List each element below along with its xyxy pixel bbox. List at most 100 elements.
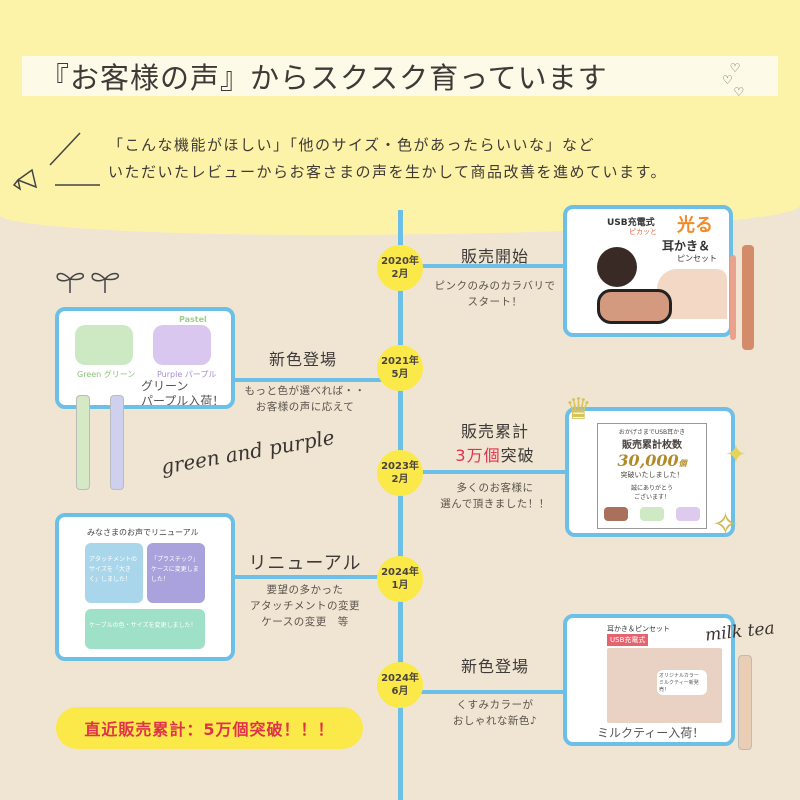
card-text: Green グリーン xyxy=(77,370,136,379)
pastel-product-card: Pastel Green グリーン Purple パープル グリーンパープル入荷… xyxy=(55,307,235,409)
event-title: 新色登場 xyxy=(460,657,529,676)
desc-line: おしゃれな新色♪ xyxy=(452,715,538,727)
event-title: 販売開始 xyxy=(460,247,529,266)
event-desc: 多くのお客様に選んで頂きました！！ xyxy=(420,480,570,512)
connector xyxy=(232,378,400,382)
card-text: 誠にありがとう xyxy=(630,485,673,492)
desc-line: 多くのお客様に xyxy=(456,482,534,494)
event-desc: もっと色が選べれば・・お客様の声に応えて xyxy=(235,383,375,415)
unit: 個 xyxy=(678,458,687,468)
card-text: ピンセット xyxy=(677,254,717,263)
sales-milestone-card: おかげさまでUSB耳かき 販売累計枚数 30,000個 突破いたしました！ 誠に… xyxy=(565,407,735,537)
card-text: ピカッと xyxy=(629,228,657,236)
card-text: USB充電式 xyxy=(607,218,655,228)
card-text: 耳かき＆ピンセット xyxy=(607,625,670,633)
tweezer-image xyxy=(730,255,736,340)
sprout-icon xyxy=(56,272,120,293)
page-title: 『お客様の声』からスクスク育っています xyxy=(22,56,778,96)
intro-line: いただいたレビューからお客さまの声を生かして商品改善を進めています。 xyxy=(108,163,668,181)
header-background xyxy=(0,0,800,235)
title-line: 販売累計 xyxy=(460,422,529,441)
point-3: ケーブルの色・サイズを変更しました！ xyxy=(85,609,205,649)
desc-line: スタート！ xyxy=(467,296,523,308)
sales-count: 30,000 xyxy=(617,451,679,470)
card-text: USB充電式 xyxy=(607,634,649,646)
title-text: 『お客様の声』からスクスク育っています xyxy=(40,61,608,95)
point-1: アタッチメントのサイズを「大きく」しました！ xyxy=(85,543,143,603)
connector xyxy=(400,264,568,268)
milktea-card: 耳かき＆ピンセット USB充電式 オリジナルカラー ミルクティー新発売！ ミルク… xyxy=(563,614,735,746)
card-text: ございます！ xyxy=(633,494,670,501)
card-text: おかげさまでUSB耳かき xyxy=(618,429,686,436)
party-popper-icon: ✧ xyxy=(712,505,739,543)
desc-line: 選んで頂きました！！ xyxy=(440,498,550,510)
date-badge: 2020年 2月 xyxy=(377,245,423,291)
card-caption: グリーンパープル入荷！ xyxy=(141,379,225,408)
connector xyxy=(232,575,400,579)
milktea-earpick-image xyxy=(738,655,752,750)
event-title: リニューアル xyxy=(248,553,362,574)
purple-case-swatch xyxy=(676,507,700,521)
desc-line: お客様の声に応えて xyxy=(255,401,355,413)
timeline-line xyxy=(398,210,403,800)
green-and-purple-script: green and purple xyxy=(159,424,337,480)
card-text: 突破いたしました！ xyxy=(620,471,684,479)
year: 2024年 xyxy=(381,673,419,684)
card-text: Pastel xyxy=(179,315,207,324)
megaphone-icon xyxy=(12,132,100,191)
card-text: オリジナルカラー ミルクティー新発売！ xyxy=(657,670,707,695)
hearts-icon: ♡♡ ♡ xyxy=(722,61,745,99)
purple-earpick-image xyxy=(110,395,124,490)
intro-text: 「こんな機能がほしい」「他のサイズ・色があったらいいな」などいただいたレビューか… xyxy=(108,132,667,186)
desc-line: アタッチメントの変更 xyxy=(250,600,360,612)
connector xyxy=(400,470,568,474)
purple-case-image xyxy=(153,325,211,365)
card-text: Purple パープル xyxy=(157,370,217,379)
pink-case-swatch xyxy=(604,507,628,521)
event-desc: 要望の多かったアタッチメントの変更ケースの変更 等 xyxy=(225,582,385,630)
title-suffix: 突破 xyxy=(500,446,535,465)
desc-line: 要望の多かった xyxy=(266,584,344,596)
card-caption: ミルクティー入荷！ xyxy=(597,726,705,740)
card-text: 耳かき＆ xyxy=(662,239,711,253)
pink-earpick-image xyxy=(742,245,754,350)
month: 6月 xyxy=(391,686,409,697)
month: 2月 xyxy=(391,474,409,485)
event-title: 新色登場 xyxy=(268,350,337,369)
card-text: 光る xyxy=(677,215,713,236)
desc-line: くすみカラーが xyxy=(456,699,534,711)
year: 2023年 xyxy=(381,461,419,472)
crown-laurel-icon: ♛ xyxy=(565,392,592,427)
point-2: 「プラスチック」ケースに変更しました！ xyxy=(147,543,205,603)
desc-line: もっと色が選べれば・・ xyxy=(244,385,366,397)
year: 2021年 xyxy=(381,356,419,367)
renewal-card: みなさまのお声でリニューアル アタッチメントのサイズを「大きく」しました！ 「プ… xyxy=(55,513,235,661)
year: 2024年 xyxy=(381,567,419,578)
year: 2020年 xyxy=(381,256,419,267)
highlight-count: 3万個 xyxy=(455,446,501,465)
caption-line: パープル入荷！ xyxy=(141,394,225,408)
month: 1月 xyxy=(391,580,409,591)
launch-product-card: USB充電式 ピカッと 光る 耳かき＆ ピンセット xyxy=(563,205,733,337)
desc-line: ピンクのみのカラバリで xyxy=(434,280,556,292)
connector xyxy=(400,690,568,694)
green-earpick-image xyxy=(76,395,90,490)
case-image xyxy=(597,289,672,324)
desc-line: ケースの変更 等 xyxy=(261,616,349,628)
event-desc: ピンクのみのカラバリでスタート！ xyxy=(425,278,565,310)
sparkle-icon: ✦ xyxy=(725,440,747,470)
card-heading: みなさまのお声でリニューアル xyxy=(87,528,199,537)
event-desc: くすみカラーがおしゃれな新色♪ xyxy=(425,697,565,729)
intro-line: 「こんな機能がほしい」「他のサイズ・色があったらいいな」など xyxy=(108,136,596,154)
date-badge: 2021年 5月 xyxy=(377,345,423,391)
month: 2月 xyxy=(391,269,409,280)
event-title: 販売累計 3万個突破 xyxy=(430,420,560,468)
month: 5月 xyxy=(391,369,409,380)
caption-line: グリーン xyxy=(141,379,189,393)
green-case-swatch xyxy=(640,507,664,521)
date-badge: 2023年 2月 xyxy=(377,450,423,496)
card-text: 販売累計枚数 xyxy=(622,440,682,451)
date-badge: 2024年 1月 xyxy=(377,556,423,602)
sales-banner: 直近販売累計：5万個突破！！！ xyxy=(56,707,363,749)
ear-closeup-image xyxy=(597,247,637,287)
